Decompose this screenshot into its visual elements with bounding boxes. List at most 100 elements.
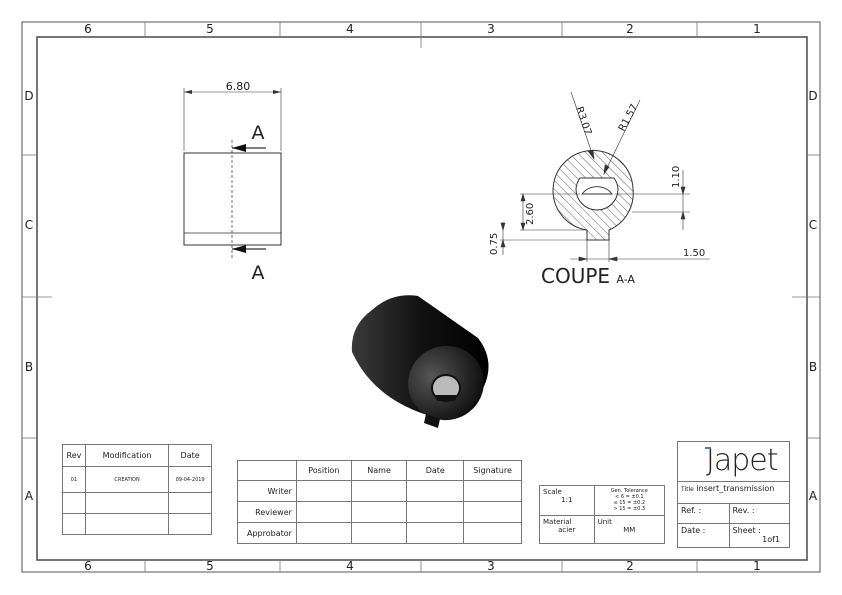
approval-header-blank [237,460,297,481]
dim-flat-height: 1.10 [671,166,682,188]
section-mark-bottom: A [252,262,265,284]
approval-row-writer: Writer [237,480,297,502]
approval-cell [350,522,408,544]
zone-col-6-top: 6 [84,22,92,36]
rev-cell: Rev. : [728,503,791,524]
section-view: R3.07 R1.57 1.10 2.60 0.75 1.50 [489,91,710,262]
unit-value: MM [623,526,636,534]
section-title: COUPE A-A [541,264,635,288]
zone-col-4-bottom: 4 [346,559,354,573]
approval-row-approbator: Approbator [237,522,297,544]
company-logo: Japet [706,443,778,478]
zone-col-3-top: 3 [487,22,495,36]
approval-cell [463,501,522,523]
material-value: acier [558,526,576,534]
rev-header-modification: Modification [84,444,170,467]
zone-col-6-bottom: 6 [84,559,92,573]
ref-label: Ref. : [681,506,702,515]
zone-row-c-right: C [809,218,817,232]
ref-cell: Ref. : [677,503,730,524]
approval-header-signature: Signature [463,460,522,481]
zone-col-2-top: 2 [626,22,634,36]
approval-cell [406,480,465,502]
zone-col-5-bottom: 5 [206,559,214,573]
zone-row-b-left: B [25,360,33,374]
zone-col-3-bottom: 3 [487,559,495,573]
tolerance-label: Gen. Tolerance [610,488,648,494]
zone-row-a-right: A [809,489,818,503]
approval-cell [295,480,352,502]
rev-cell-empty [62,492,86,514]
zone-row-b-right: B [809,360,817,374]
isometric-view [351,295,489,428]
rev-cell-empty [168,513,212,535]
sheet-cell: Sheet : 1of1 [728,523,791,548]
dim-key-height: 0.75 [489,233,500,255]
material-label: Material [543,518,572,526]
approval-cell [350,480,408,502]
rev-cell-modification: CREATION [84,466,170,493]
logo-mark-icon [705,447,711,449]
rev-cell-empty [84,513,170,535]
inner-border [36,36,808,561]
title-block: Title insert_transmission Ref. : Rev. : … [677,481,791,548]
approval-cell [463,522,522,544]
tolerance-line-3: > 15 = ±0.3 [613,506,646,512]
zone-row-d-left: D [24,89,33,103]
approval-row-reviewer: Reviewer [237,501,297,523]
rev-cell-date: 09-04-2019 [168,466,212,493]
dim-inner-radius: R1.57 [617,102,640,133]
unit-label: Unit [597,518,612,526]
zone-row-c-left: C [25,218,33,232]
dim-key-width: 1.50 [683,248,705,259]
title-cell: Title insert_transmission [677,481,790,504]
section-bore [581,186,613,195]
date-label: Date : [681,526,706,535]
zone-col-4-top: 4 [346,22,354,36]
section-hatched-body [552,149,634,241]
tolerance-cell: Gen. Tolerance < 6 = ±0.1 ≤ 15 = ±0.2 > … [593,485,666,516]
approval-header-date: Date [406,460,465,481]
zone-row-a-left: A [25,489,34,503]
rev-cell-number: 01 [62,466,86,493]
zone-dividers [22,22,820,572]
zone-col-1-bottom: 1 [753,559,761,573]
dim-center-height: 2.60 [525,203,536,225]
approval-header-name: Name [350,460,408,481]
zone-col-2-bottom: 2 [626,559,634,573]
scale-cell: Scale 1:1 [539,485,595,516]
approval-cell [406,501,465,523]
zone-col-5-top: 5 [206,22,214,36]
material-cell: Material acier [539,515,595,544]
scale-label: Scale [543,488,562,496]
front-view [183,88,282,258]
sheet-value: 1of1 [762,535,780,544]
title-label: Title [681,486,694,493]
approval-header-position: Position [295,460,352,481]
rev-header-date: Date [168,444,212,467]
approval-cell [406,522,465,544]
iso-key [424,414,440,428]
approval-cell [295,522,352,544]
tolerance-line-2: ≤ 15 = ±0.2 [613,500,646,506]
width-dimension: 6.80 [226,80,251,93]
title-value: insert_transmission [696,484,775,493]
approval-cell [350,501,408,523]
date-cell: Date : [677,523,730,548]
rev-label: Rev. : [732,506,755,515]
approval-table: Position Name Date Signature Writer Revi… [237,460,522,544]
zone-col-1-top: 1 [753,22,761,36]
zone-row-d-right: D [808,89,817,103]
rev-cell-empty [84,492,170,514]
rev-cell-empty [168,492,212,514]
approval-cell [463,480,522,502]
tolerance-block: Scale 1:1 Gen. Tolerance < 6 = ±0.1 ≤ 15… [539,485,666,544]
dim-outer-radius: R3.07 [573,105,593,136]
sheet-label: Sheet : [732,526,761,535]
scale-value: 1:1 [561,496,573,504]
title-block-logo-cell: Japet [677,441,790,482]
revision-table: Rev Modification Date 01 CREATION 09-04-… [62,444,212,535]
rev-header-rev: Rev [62,444,86,467]
tolerance-line-1: < 6 = ±0.1 [615,494,644,500]
